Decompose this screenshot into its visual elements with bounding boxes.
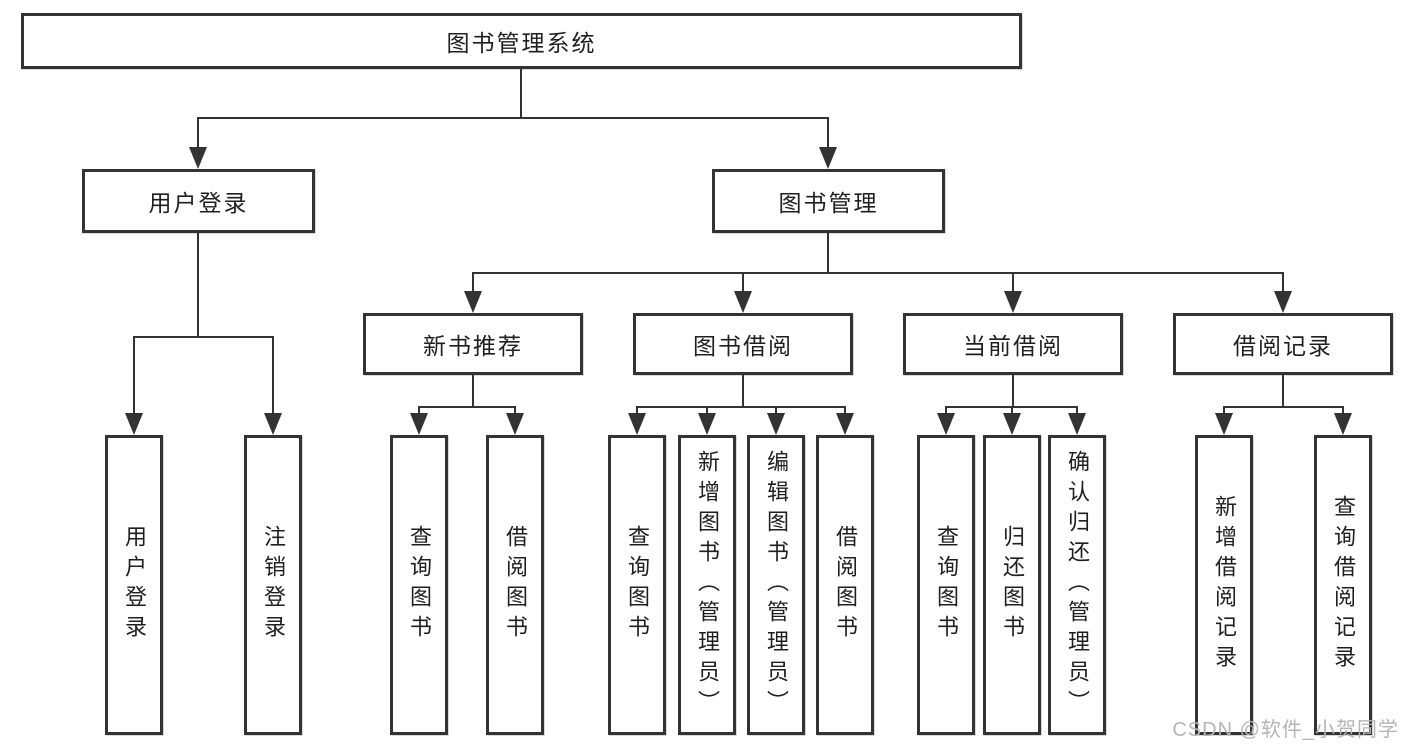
connector-line (1223, 406, 1225, 413)
connector-arrowhead (1334, 413, 1352, 435)
connector-arrowhead (1068, 413, 1086, 435)
connector-arrowhead (767, 413, 785, 435)
connector-arrowhead (1003, 413, 1021, 435)
leaf-edit-books-admin: 编辑图书（管理员） (747, 435, 805, 735)
connector-arrowhead (937, 413, 955, 435)
connector-line (197, 233, 199, 336)
connector-arrowhead (628, 413, 646, 435)
node-user-login: 用户登录 (82, 169, 315, 233)
connector-line (1011, 406, 1013, 413)
connector-arrowhead (464, 291, 482, 313)
connector-line (1223, 406, 1344, 408)
connector-line (742, 375, 744, 406)
node-borrowing-records: 借阅记录 (1173, 313, 1393, 375)
connector-arrowhead (125, 413, 143, 435)
connector-line (197, 117, 829, 119)
connector-line (418, 406, 516, 408)
connector-line (636, 406, 846, 408)
connector-arrowhead (734, 291, 752, 313)
leaf-user-login: 用户登录 (105, 435, 163, 735)
connector-arrowhead (1274, 291, 1292, 313)
connector-line (706, 406, 708, 413)
connector-line (844, 406, 846, 413)
connector-line (945, 406, 947, 413)
leaf-logout: 注销登录 (244, 435, 302, 735)
connector-line (827, 233, 829, 272)
leaf-add-borrow-record: 新增借阅记录 (1195, 435, 1253, 735)
node-library-management-system: 图书管理系统 (21, 13, 1022, 69)
leaf-query-borrow-record: 查询借阅记录 (1314, 435, 1372, 735)
node-book-borrowing: 图书借阅 (633, 313, 853, 375)
connector-line (272, 336, 274, 413)
connector-line (1012, 375, 1014, 406)
leaf-query-books-borrowing: 查询图书 (608, 435, 666, 735)
connector-arrowhead (410, 413, 428, 435)
connector-arrowhead (189, 147, 207, 169)
connector-line (133, 336, 274, 338)
connector-arrowhead (1004, 291, 1022, 313)
connector-arrowhead (819, 147, 837, 169)
leaf-query-books-recommend: 查询图书 (390, 435, 448, 735)
connector-line (472, 272, 474, 291)
connector-line (514, 406, 516, 413)
connector-arrowhead (1215, 413, 1233, 435)
connector-line (1012, 272, 1014, 291)
connector-line (1076, 406, 1078, 413)
connector-line (418, 406, 420, 413)
connector-line (1342, 406, 1344, 413)
leaf-add-books-admin: 新增图书（管理员） (678, 435, 736, 735)
connector-line (1282, 272, 1284, 291)
leaf-query-books-current: 查询图书 (917, 435, 975, 735)
node-new-book-recommendation: 新书推荐 (363, 313, 583, 375)
leaf-confirm-return-admin: 确认归还（管理员） (1048, 435, 1106, 735)
leaf-return-books: 归还图书 (983, 435, 1041, 735)
connector-line (472, 375, 474, 406)
connector-arrowhead (698, 413, 716, 435)
leaf-borrow-books-recommend: 借阅图书 (486, 435, 544, 735)
connector-line (742, 272, 744, 291)
connector-line (197, 117, 199, 147)
connector-line (133, 336, 135, 413)
connector-line (827, 117, 829, 147)
csdn-watermark: CSDN @软件_小贺同学 (1172, 719, 1399, 741)
connector-line (472, 272, 1284, 274)
connector-line (775, 406, 777, 413)
connector-arrowhead (264, 413, 282, 435)
connector-arrowhead (836, 413, 854, 435)
connector-arrowhead (506, 413, 524, 435)
connector-line (1282, 375, 1284, 406)
node-book-management: 图书管理 (712, 169, 945, 233)
connector-line (636, 406, 638, 413)
connector-line (520, 69, 522, 117)
node-current-borrowing: 当前借阅 (903, 313, 1123, 375)
leaf-borrow-books: 借阅图书 (816, 435, 874, 735)
